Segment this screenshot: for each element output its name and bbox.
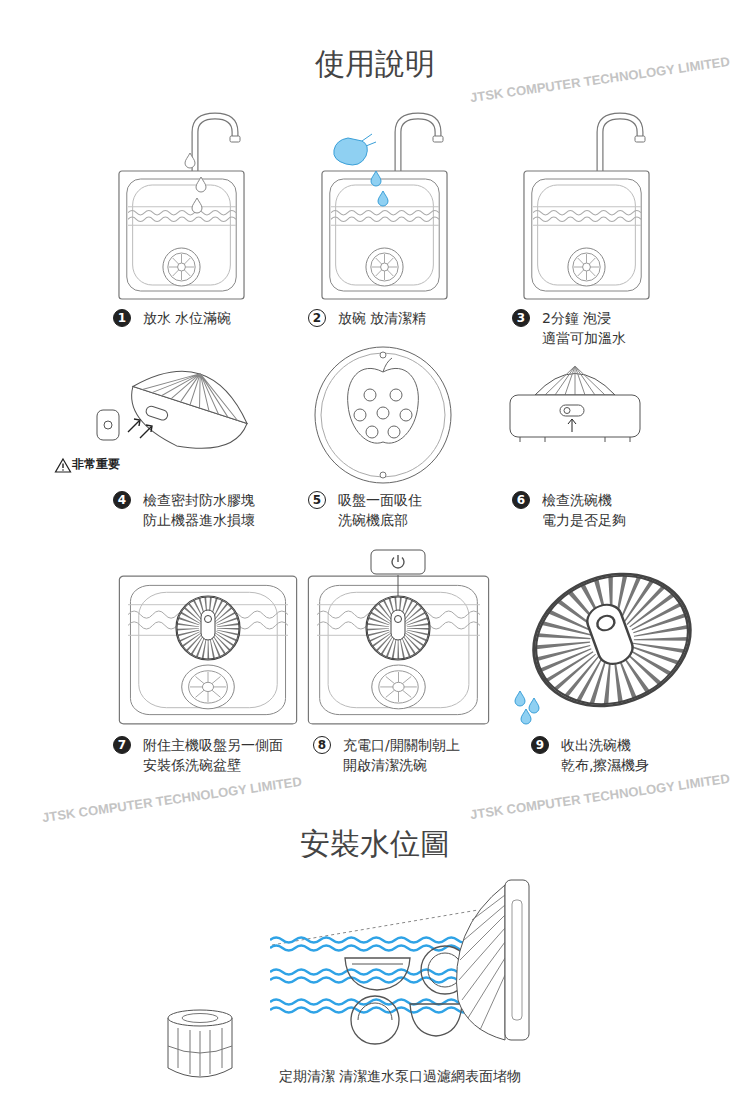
- step-circle: 7附住主機吸盤另一側面 安裝係洗碗盆壁: [113, 736, 131, 754]
- step-number: 2: [313, 312, 321, 324]
- step-number: 4: [118, 494, 126, 506]
- step-number: 8: [318, 739, 326, 751]
- step-circle: 2放碗 放清潔精: [308, 309, 326, 327]
- step-number: 7: [118, 739, 126, 751]
- step-caption: 充電口/開關制朝上 開啟清潔洗碗: [343, 735, 473, 775]
- step-number: 1: [118, 312, 126, 324]
- step-circle: 32分鐘 泡浸 適當可加溫水: [512, 309, 530, 327]
- page-title: 使用說明: [315, 46, 435, 82]
- step-caption: 吸盤一面吸住 洗碗機底部: [338, 490, 438, 530]
- step-number: 6: [517, 494, 525, 506]
- warning-label: 非常重要: [72, 457, 120, 471]
- watermark: JTSK COMPUTER TECHNOLOGY LIMITED: [41, 774, 303, 826]
- step-caption: 2分鐘 泡浸 適當可加溫水: [542, 308, 632, 348]
- step-caption: 檢查密封防水膠塊 防止機器進水損壞: [143, 490, 268, 530]
- step-number: 9: [536, 739, 544, 751]
- step-circle: 5吸盤一面吸住 洗碗機底部: [308, 491, 326, 509]
- step-number: 3: [517, 312, 525, 324]
- figure-caption: 定期清潔 清潔進水泵口過濾網表面堵物: [279, 1068, 521, 1085]
- watermark: JTSK COMPUTER TECHNOLOGY LIMITED: [469, 54, 731, 106]
- step-caption: 放水 水位滿碗: [143, 308, 303, 328]
- step-caption: 收出洗碗機 乾布,擦濕機身: [561, 735, 661, 775]
- step-caption: 附住主機吸盤另一側面 安裝係洗碗盆壁: [143, 735, 293, 775]
- step-caption: 檢查洗碗機 電力是否足夠: [542, 490, 642, 530]
- section-heading: 安裝水位圖: [300, 826, 450, 862]
- step-circle: 4檢查密封防水膠塊 防止機器進水損壞: [113, 491, 131, 509]
- step-number: 5: [313, 494, 321, 506]
- step-circle: 8充電口/開關制朝上 開啟清潔洗碗: [313, 736, 331, 754]
- step-circle: 9收出洗碗機 乾布,擦濕機身: [531, 736, 549, 754]
- watermark: JTSK COMPUTER TECHNOLOGY LIMITED: [469, 771, 731, 823]
- step-circle: 6檢查洗碗機 電力是否足夠: [512, 491, 530, 509]
- step-circle: 1放水 水位滿碗: [113, 309, 131, 327]
- step-caption: 放碗 放清潔精: [338, 308, 498, 328]
